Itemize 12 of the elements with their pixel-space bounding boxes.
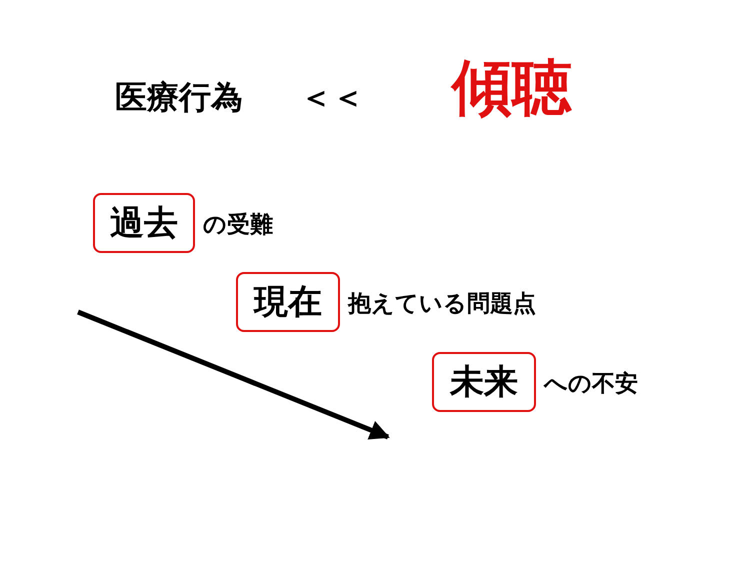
emphasis-heading: 傾聴 [452,52,572,125]
term-text: 未来 [450,361,518,404]
term-box [93,193,195,253]
comparison-symbol: ＜＜ [300,77,364,118]
description-text: の受難 [203,211,273,240]
description-text: 抱えている問題点 [348,290,536,319]
term-text: 現在 [254,281,322,324]
term-text: 過去 [110,202,178,245]
term-box [432,352,536,412]
description-text: への不安 [544,370,638,399]
heading-text: 医療行為 [115,77,243,118]
term-box [236,272,340,332]
